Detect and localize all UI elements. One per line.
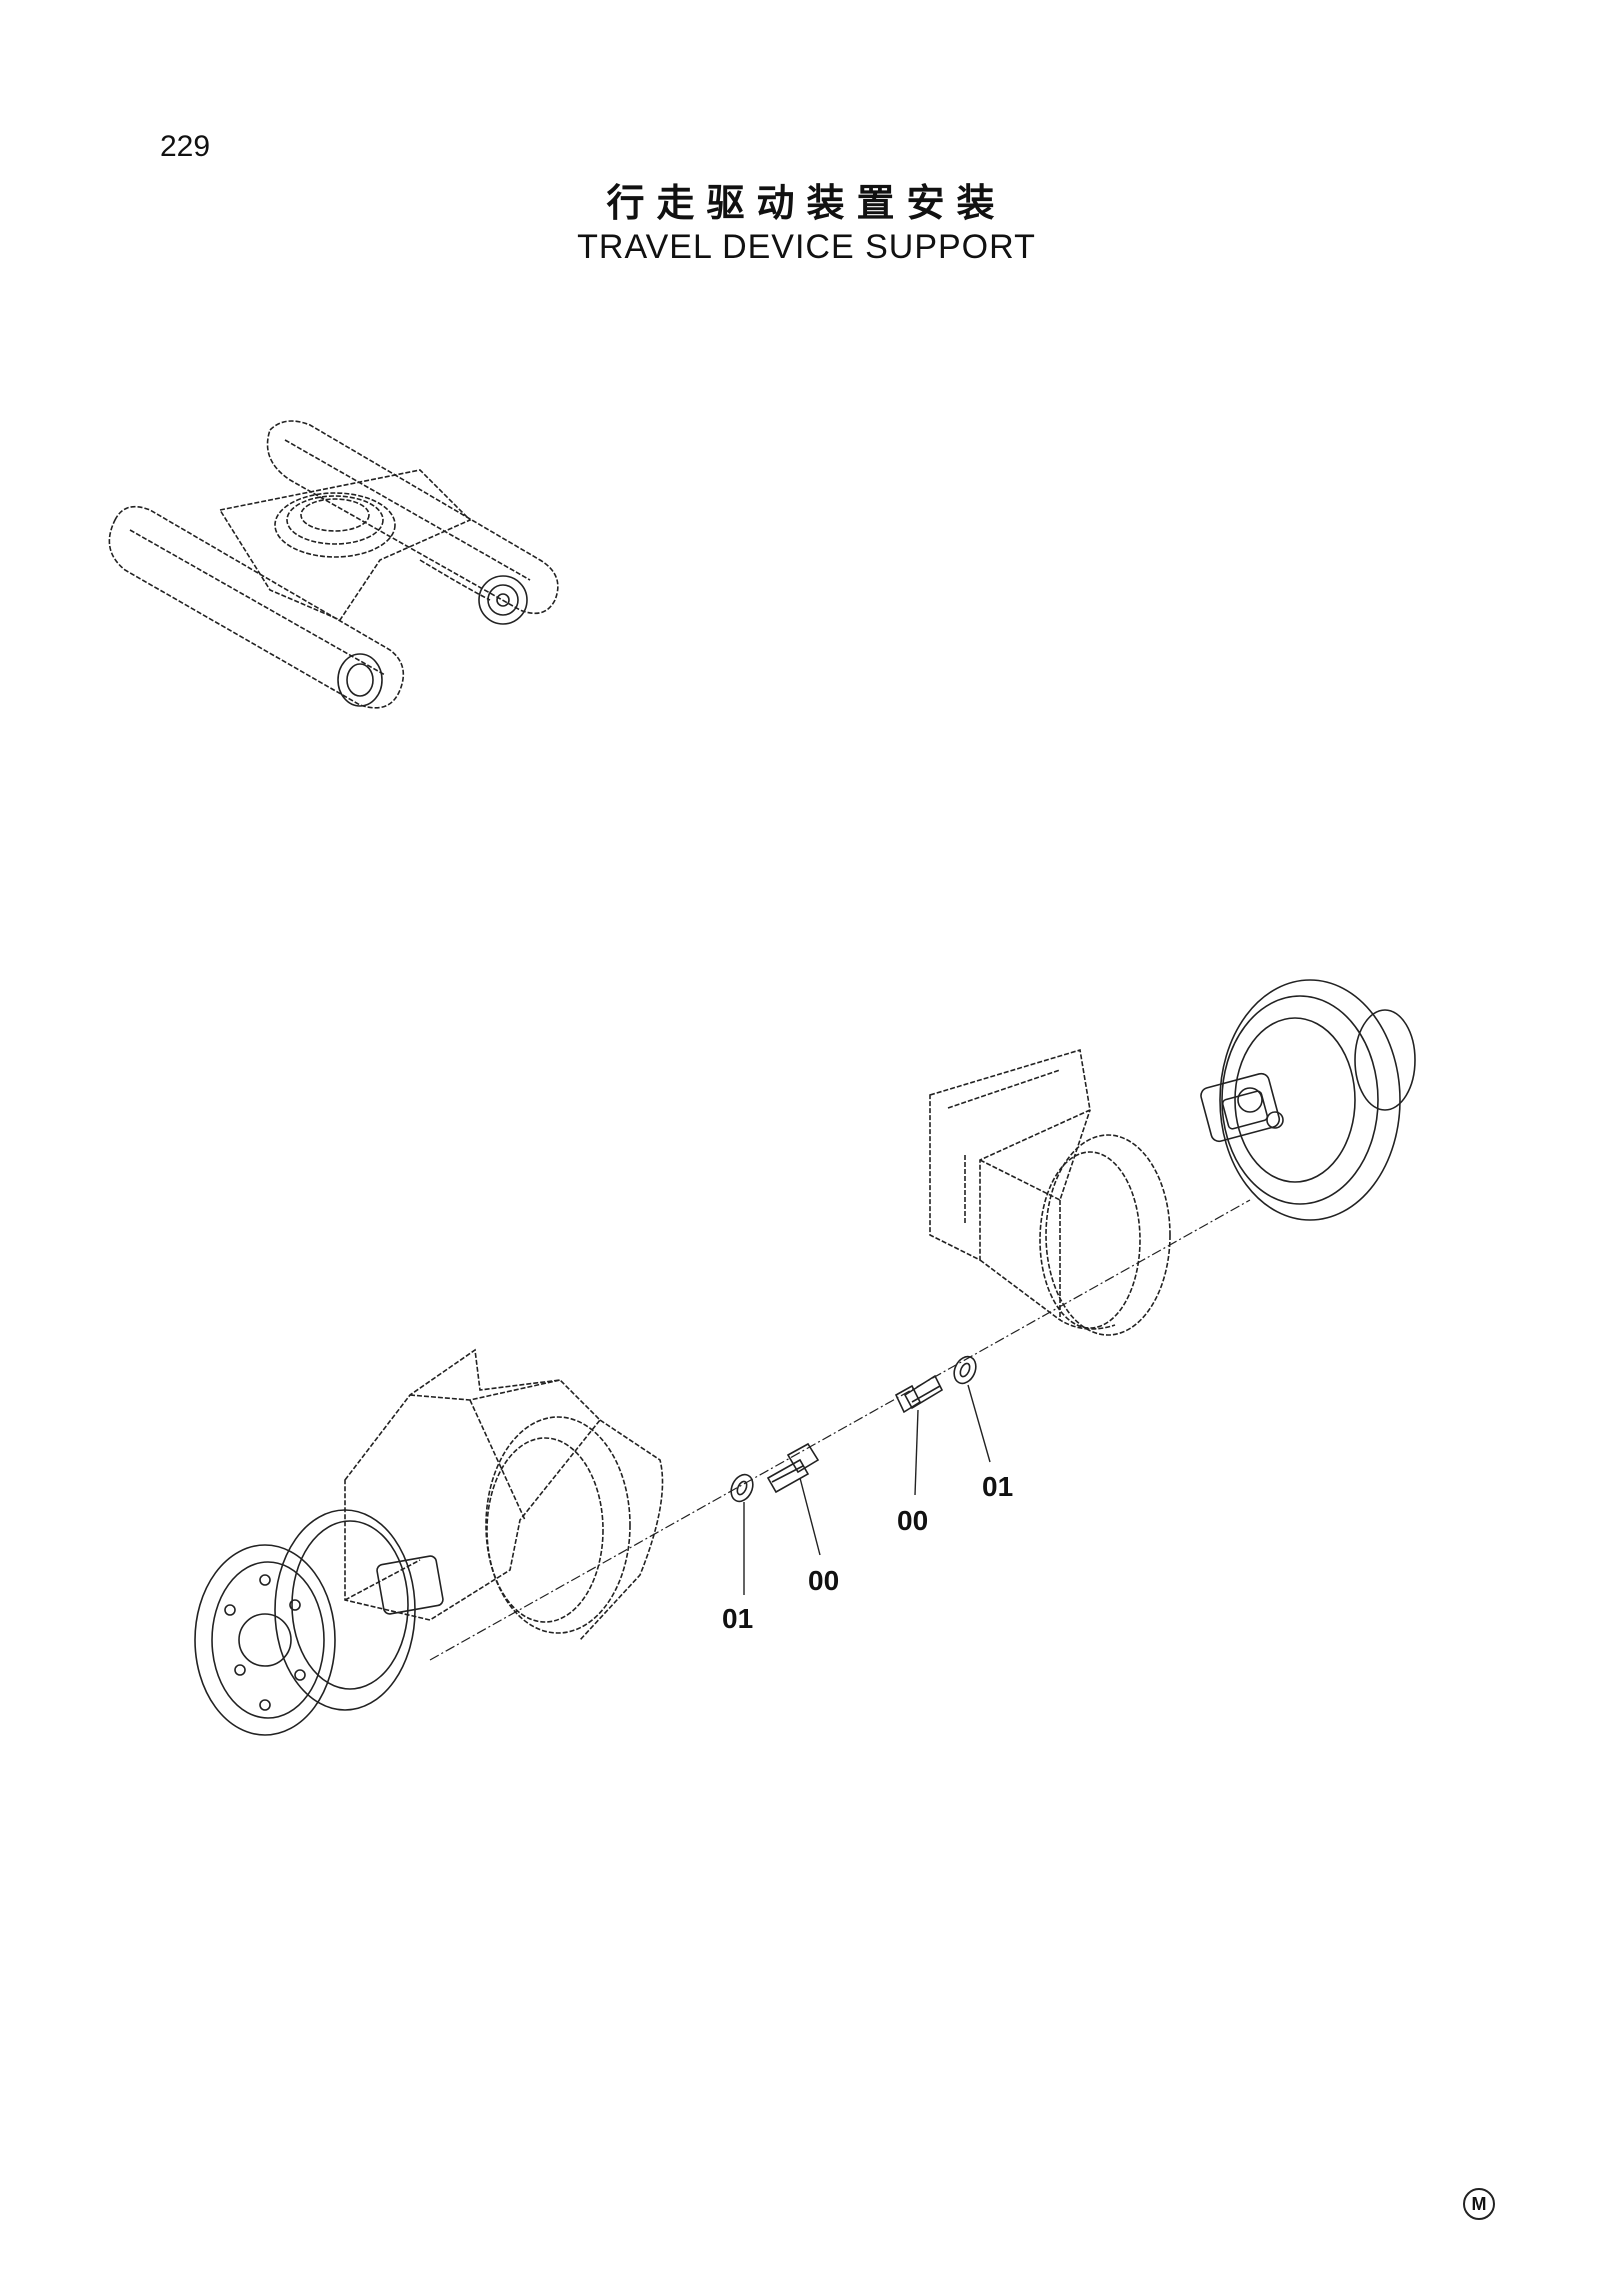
page-number: 229: [160, 130, 211, 163]
undercarriage-overview: [108, 420, 559, 709]
track-frame-left: [344, 1348, 664, 1641]
overview-sprocket-right: [478, 575, 528, 625]
bolt-right: [894, 1374, 944, 1414]
bolt-left: [766, 1442, 820, 1494]
callout-bolt-left: 00: [808, 1565, 839, 1596]
assembly-axis-line: [429, 1199, 1251, 1661]
title-chinese: 行走驱动装置安装: [606, 181, 1007, 225]
leader-lines: [743, 1384, 991, 1595]
overview-sprocket-left: [337, 653, 383, 707]
washer-right: [953, 1355, 977, 1385]
track-frame-right: [929, 1048, 1171, 1336]
title-english: TRAVEL DEVICE SUPPORT: [577, 228, 1036, 266]
manufacturer-mark-icon: M: [1463, 2188, 1495, 2220]
washer-left: [730, 1473, 754, 1503]
callout-washer-left: 01: [722, 1603, 753, 1634]
travel-device-left: [194, 1509, 444, 1736]
travel-device-right: [1200, 979, 1416, 1221]
callout-washer-right: 01: [982, 1471, 1013, 1502]
callout-bolt-right: 00: [897, 1505, 928, 1536]
